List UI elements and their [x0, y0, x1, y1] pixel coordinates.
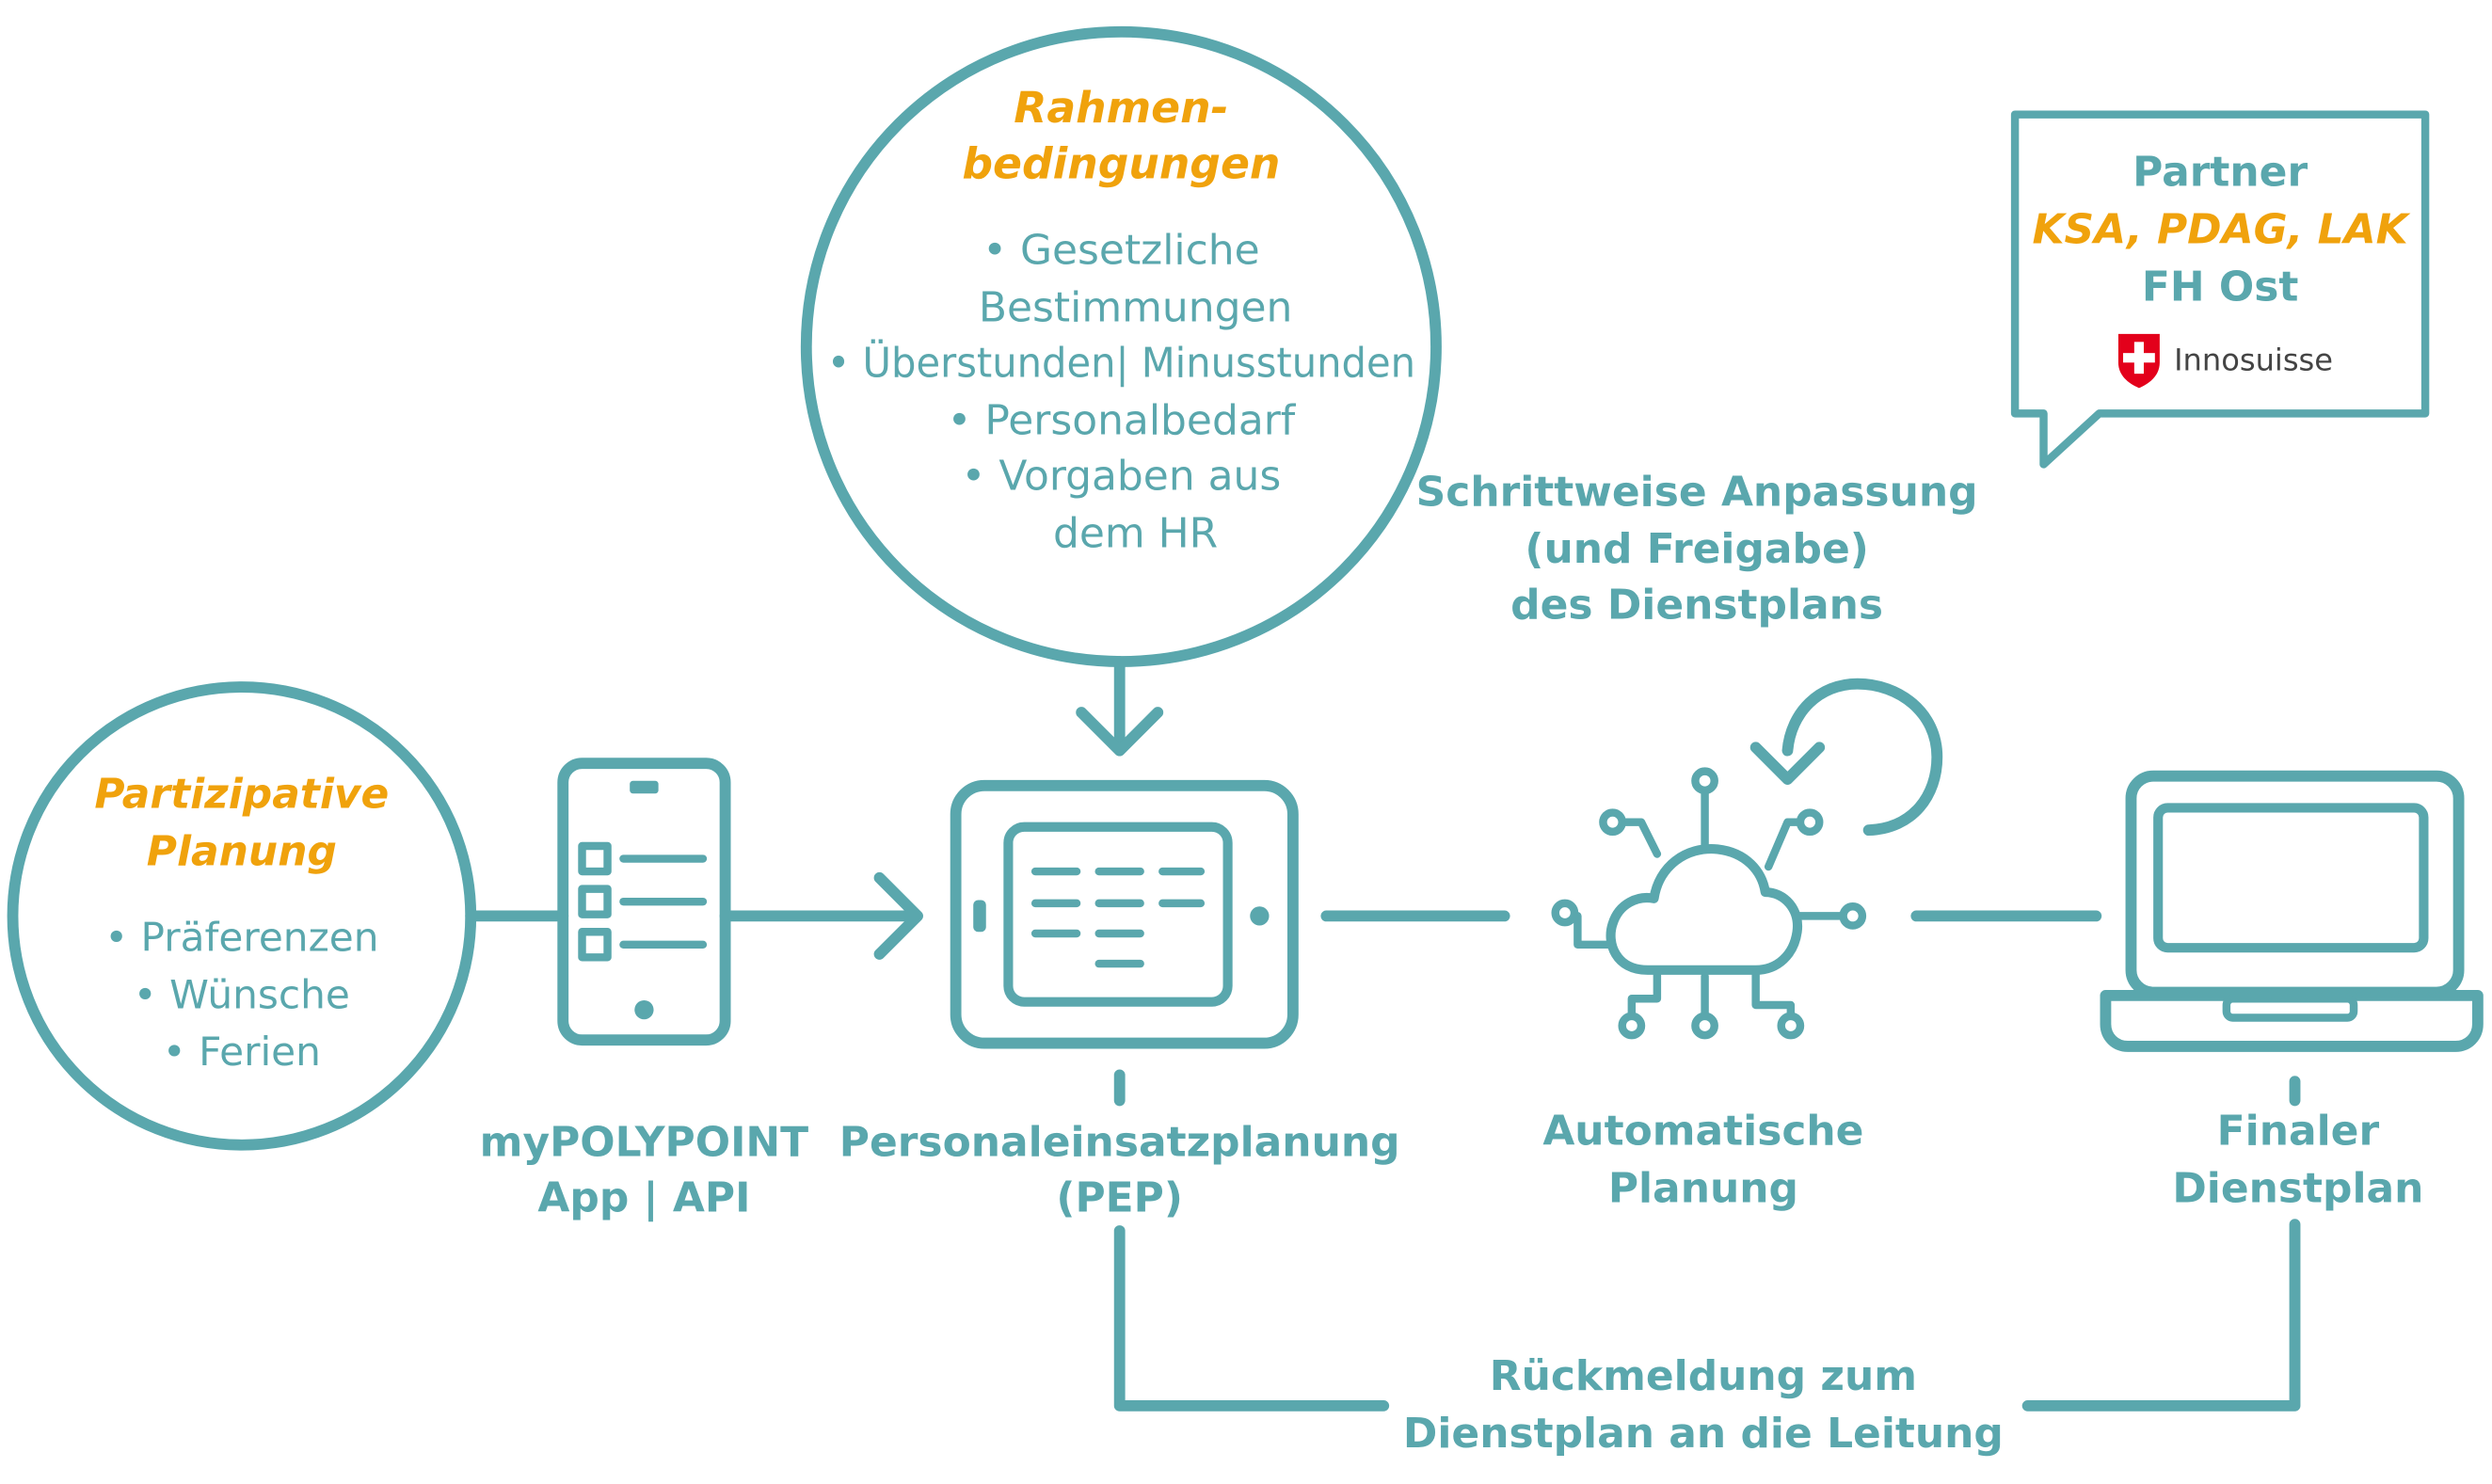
pep-label-2: (PEP) — [1056, 1174, 1183, 1222]
rahmen-item-4: • Personalbedarf — [947, 396, 1296, 444]
app-label-2: App | API — [537, 1174, 750, 1222]
refresh-arrow-icon — [1749, 678, 1943, 837]
pep-label-1: Personaleinsatzplanung — [839, 1119, 1400, 1167]
phone-app-icon — [557, 758, 731, 1046]
feedback-label-1: Rückmeldung zum — [1490, 1352, 1917, 1400]
feedback-label-2: Dienstplan an die Leitung — [1403, 1410, 2004, 1458]
rahmen-bubble: Rahmen- bedingungen • Gesetzliche Bestim… — [800, 25, 1442, 667]
rahmen-item-2: Bestimmungen — [979, 283, 1292, 331]
partizipative-bubble: Partizipative Planung • Präferenzen • Wü… — [7, 681, 477, 1151]
rahmen-item-6: dem HR — [1053, 509, 1218, 557]
cloud-network-icon — [1551, 767, 1867, 1040]
rahmen-title-2: bedingungen — [962, 138, 1280, 188]
partizipative-item-3: • Ferien — [163, 1029, 321, 1075]
partner-label: Partner — [2133, 149, 2308, 197]
app-label-1: myPOLYPOINT — [480, 1119, 809, 1167]
partizipative-title-1: Partizipative — [94, 770, 389, 818]
step-label-3: des Dienstplans — [1510, 581, 1883, 629]
partizipative-item-1: • Präferenzen — [104, 915, 378, 961]
partizipative-item-2: • Wünsche — [134, 971, 350, 1017]
feedback-loop — [1113, 1219, 2301, 1412]
rahmen-item-1: • Gesetzliche — [982, 227, 1260, 275]
rahmen-item-5: • Vorgaben aus — [961, 452, 1281, 500]
laptop-icon — [2100, 770, 2484, 1052]
tablet-icon — [950, 779, 1299, 1049]
rahmen-title-1: Rahmen- — [1014, 83, 1228, 133]
partner-school: FH Ost — [2142, 263, 2299, 311]
final-label-2: Dienstplan — [2172, 1165, 2423, 1213]
final-label-1: Finaler — [2217, 1108, 2380, 1156]
auto-label-1: Automatische — [1542, 1108, 1863, 1156]
arrow-right — [719, 871, 923, 960]
partner-bubble: Partner KSA, PDAG, LAK FH Ost Innosuisse — [2010, 110, 2430, 469]
partner-funder: Innosuisse — [2174, 343, 2333, 378]
partner-orgs: KSA, PDAG, LAK — [2033, 206, 2411, 254]
swiss-flag-icon — [2117, 333, 2160, 389]
step-label-1: Schrittweise Anpassung — [1416, 468, 1978, 516]
arrow-down — [1076, 656, 1164, 757]
partizipative-title-2: Planung — [147, 827, 337, 875]
rahmen-item-3: • Überstunden| Minusstunden — [827, 339, 1415, 388]
auto-label-2: Planung — [1608, 1165, 1798, 1213]
step-label-2: (und Freigabe) — [1525, 525, 1868, 573]
